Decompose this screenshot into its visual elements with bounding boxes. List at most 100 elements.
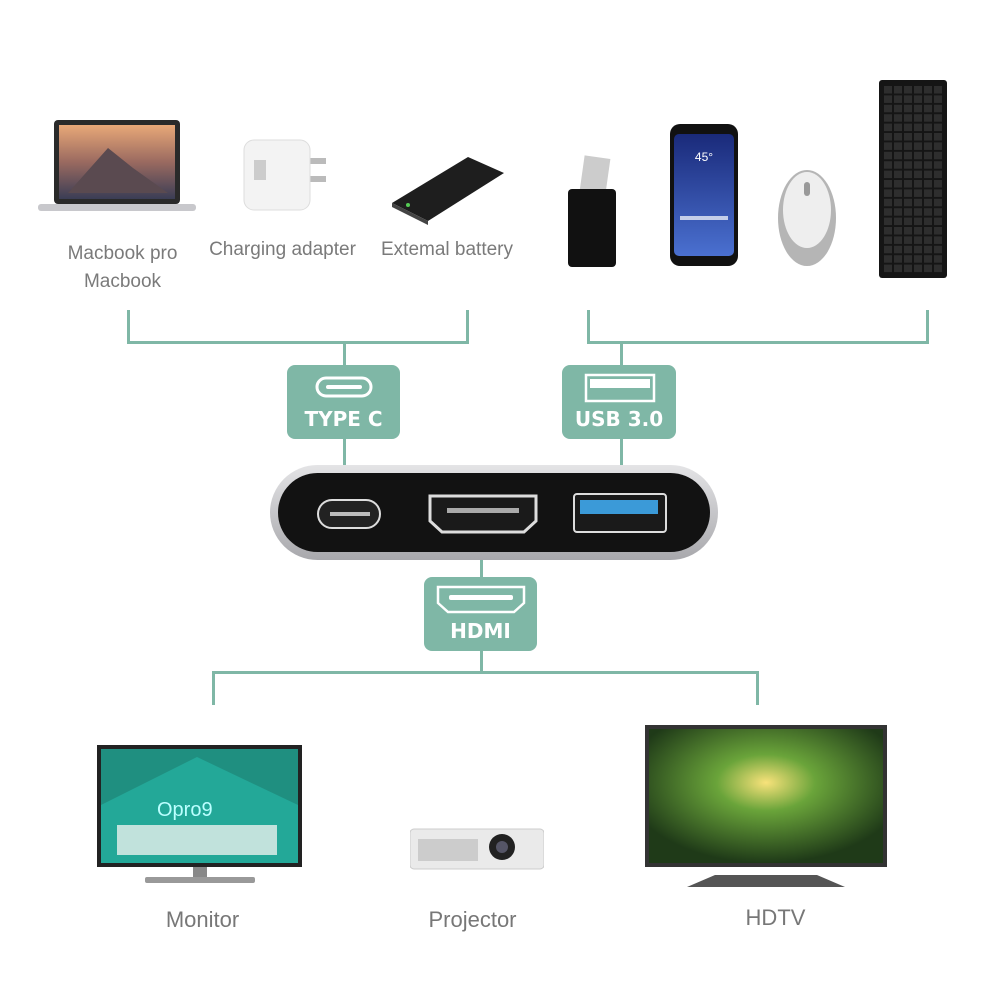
keyboard-key <box>904 170 912 179</box>
keyboard-key <box>894 227 902 235</box>
keyboard-key <box>894 255 902 263</box>
type-c-port-icon <box>315 376 373 398</box>
keyboard-key <box>934 86 942 94</box>
keyboard-key <box>894 86 902 94</box>
connector-line <box>587 310 590 344</box>
usb-port-icon <box>584 373 656 403</box>
keyboard-key <box>904 227 912 235</box>
type-c-badge: TYPE C <box>287 365 400 439</box>
keyboard-key <box>934 217 942 226</box>
keyboard-key <box>924 227 932 235</box>
keyboard-key <box>904 198 912 207</box>
connector-line <box>756 671 759 705</box>
keyboard-key <box>934 123 942 132</box>
keyboard-key <box>884 95 892 103</box>
keyboard-key <box>914 151 922 160</box>
external-battery-label: Extemal battery <box>381 239 513 260</box>
keyboard-key <box>884 104 892 113</box>
hdmi-port-icon <box>436 585 526 614</box>
keyboard-key <box>894 208 902 216</box>
keyboard-key <box>914 180 922 188</box>
keyboard-key <box>924 123 932 132</box>
type-c-port <box>317 499 381 529</box>
keyboard-key <box>914 236 922 244</box>
keyboard-key <box>924 114 932 122</box>
keyboard-key <box>914 217 922 226</box>
keyboard-key <box>884 255 892 263</box>
keyboard-key <box>924 104 932 113</box>
connector-line <box>127 310 130 344</box>
keyboard-key <box>914 245 922 254</box>
charging-adapter-image <box>240 138 330 214</box>
keyboard-key <box>934 189 942 197</box>
keyboard-key <box>924 189 932 197</box>
keyboard-key <box>924 142 932 150</box>
keyboard-key <box>904 255 912 263</box>
keyboard-key <box>924 264 932 273</box>
mouse-image <box>776 168 838 268</box>
phone-clock-text: 45° <box>694 150 714 164</box>
keyboard-key <box>934 151 942 160</box>
keyboard-key <box>914 161 922 169</box>
keyboard-key <box>904 217 912 226</box>
keyboard-key <box>894 114 902 122</box>
keyboard-key <box>914 95 922 103</box>
keyboard-key <box>884 227 892 235</box>
keyboard-key <box>904 104 912 113</box>
hdmi-port <box>428 494 538 534</box>
usb-c-hub-adapter <box>270 465 718 560</box>
keyboard-key <box>884 236 892 244</box>
keyboard-key <box>924 170 932 179</box>
keyboard-key <box>904 151 912 160</box>
keyboard-key <box>904 142 912 150</box>
external-battery-image <box>388 155 506 225</box>
usb-label: USB 3.0 <box>574 407 664 431</box>
keyboard-key <box>924 133 932 141</box>
keyboard-key <box>934 161 942 169</box>
connector-line <box>212 671 759 674</box>
keyboard-key <box>924 151 932 160</box>
keyboard-key <box>914 198 922 207</box>
keyboard-key <box>904 180 912 188</box>
keyboard-key <box>884 189 892 197</box>
keyboard-key <box>894 133 902 141</box>
monitor-image: Opro9 <box>97 745 302 885</box>
keyboard-key <box>934 255 942 263</box>
monitor-label: Monitor <box>165 907 240 932</box>
keyboard-key <box>904 114 912 122</box>
keyboard-key <box>884 123 892 132</box>
keyboard-key <box>884 264 892 273</box>
keyboard-key <box>904 133 912 141</box>
connector-line <box>127 341 469 344</box>
keyboard-key <box>934 227 942 235</box>
keyboard-key <box>934 180 942 188</box>
keyboard-key <box>884 142 892 150</box>
keyboard-key <box>884 208 892 216</box>
keyboard-key <box>884 133 892 141</box>
keyboard-key <box>894 189 902 197</box>
keyboard-key <box>914 142 922 150</box>
keyboard-key <box>884 198 892 207</box>
connector-line <box>466 310 469 344</box>
keyboard-key <box>904 264 912 273</box>
keyboard-key <box>884 114 892 122</box>
keyboard-key <box>884 86 892 94</box>
keyboard-key <box>904 95 912 103</box>
keyboard-key <box>914 104 922 113</box>
keyboard-image <box>879 80 947 278</box>
keyboard-key <box>894 104 902 113</box>
keyboard-key <box>904 208 912 216</box>
keyboard-key <box>894 180 902 188</box>
keyboard-key <box>924 198 932 207</box>
charging-adapter-label: Charging adapter <box>209 239 356 260</box>
keyboard-key <box>894 264 902 273</box>
keyboard-key <box>924 95 932 103</box>
keyboard-key <box>884 245 892 254</box>
keyboard-key <box>894 236 902 244</box>
projector-label: Projector <box>428 907 517 932</box>
keyboard-key <box>924 217 932 226</box>
usb-badge: USB 3.0 <box>562 365 676 439</box>
keyboard-key <box>894 170 902 179</box>
keyboard-key <box>894 161 902 169</box>
